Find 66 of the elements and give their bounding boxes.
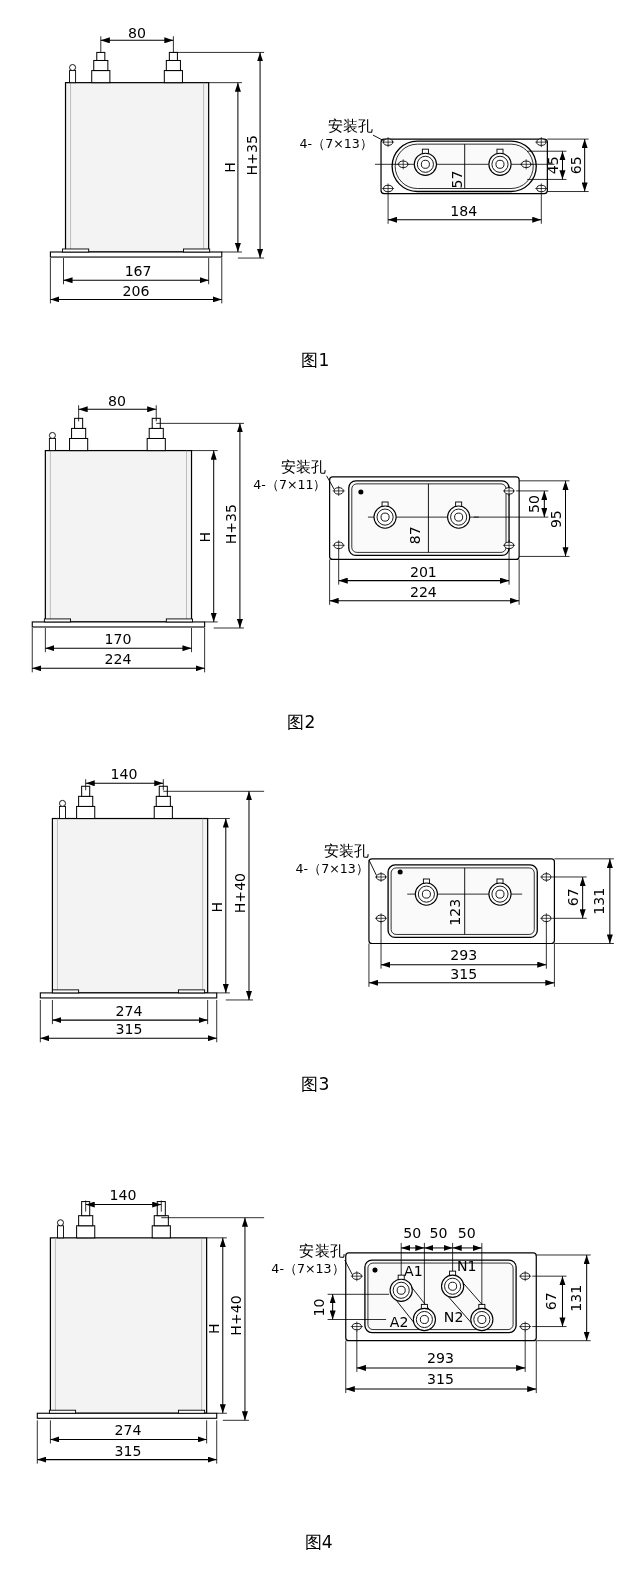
dimension-value: 224 — [104, 651, 132, 668]
dimension-value: H+40 — [227, 1295, 244, 1336]
dimension-value: 315 — [427, 1370, 454, 1388]
dimension-value: 87 — [407, 526, 424, 545]
dimension-value: 293 — [450, 946, 478, 963]
dimension-value: 80 — [107, 393, 126, 410]
dimension-value: 67 — [543, 1292, 560, 1311]
dimension-value: 95 — [548, 510, 565, 529]
dimension-value: 140 — [109, 1186, 137, 1203]
dimension-value: 67 — [564, 888, 581, 907]
dimension-value: 315 — [450, 965, 478, 982]
dimension-value: H — [196, 531, 213, 543]
hole-spec: 4-（7×13） — [298, 135, 373, 153]
terminal-label: N1 — [456, 1258, 477, 1275]
dimension-value: 80 — [128, 25, 147, 42]
dimension-value: 315 — [115, 1021, 143, 1038]
hole-label: 安装孔 — [280, 458, 327, 476]
dimension-value: 224 — [409, 583, 437, 600]
dimension-value: 50 — [526, 495, 543, 513]
leader-line — [326, 475, 335, 490]
hole-spec: 4-（7×11） — [252, 475, 327, 493]
terminal-label: A2 — [389, 1313, 409, 1330]
dimension-value: 293 — [427, 1349, 454, 1366]
dimension-value: 50 — [403, 1224, 422, 1241]
dimension-value: 206 — [122, 283, 150, 300]
hole-spec: 4-（7×13） — [294, 859, 369, 877]
dimension-value: 123 — [446, 898, 463, 926]
dimension-value: 184 — [450, 202, 478, 219]
dimension-value: 131 — [567, 1284, 584, 1312]
figure-caption: 图4 — [304, 1532, 333, 1553]
hole-spec: 4-（7×13） — [270, 1260, 345, 1278]
dimension-value: H — [221, 162, 238, 173]
mounting-hole — [332, 485, 346, 497]
terminal-label: N2 — [443, 1308, 464, 1325]
dimension-value: 167 — [124, 263, 152, 280]
dimension-value: H+40 — [231, 872, 248, 914]
hole-label: 安装孔 — [326, 117, 373, 136]
dimension-value: 10 — [310, 1298, 327, 1317]
dimension-value: 65 — [567, 156, 584, 175]
dimension-value: 201 — [409, 563, 437, 580]
dimension-value: H+35 — [222, 503, 239, 545]
dimension-value: 170 — [104, 631, 132, 648]
mounting-hole — [381, 136, 395, 148]
dimension-value: 50 — [429, 1224, 448, 1241]
dimension-value: 274 — [114, 1422, 142, 1439]
dimension-value: 50 — [457, 1224, 476, 1241]
dimension-value: H — [205, 1323, 222, 1334]
leader-line — [368, 859, 377, 876]
figure-caption: 图1 — [301, 349, 330, 370]
dimension-value: 45 — [545, 156, 562, 175]
dimension-value: H — [208, 901, 225, 913]
dimension-value: 57 — [448, 170, 465, 189]
dimension-value: 274 — [115, 1003, 143, 1020]
leader-line — [344, 1259, 353, 1276]
hole-label: 安装孔 — [298, 1242, 345, 1261]
leader-line — [372, 134, 384, 142]
mounting-hole — [374, 871, 388, 883]
figure-caption: 图3 — [301, 1073, 330, 1094]
mounting-hole — [350, 1270, 364, 1282]
dimension-value: 131 — [590, 887, 607, 915]
hole-label: 安装孔 — [322, 842, 369, 860]
dimension-value: 315 — [114, 1442, 142, 1459]
dimension-value: 140 — [110, 766, 138, 783]
terminal-label: A1 — [403, 1263, 423, 1280]
dimension-value: H+35 — [243, 135, 261, 176]
figure-caption: 图2 — [287, 711, 316, 732]
